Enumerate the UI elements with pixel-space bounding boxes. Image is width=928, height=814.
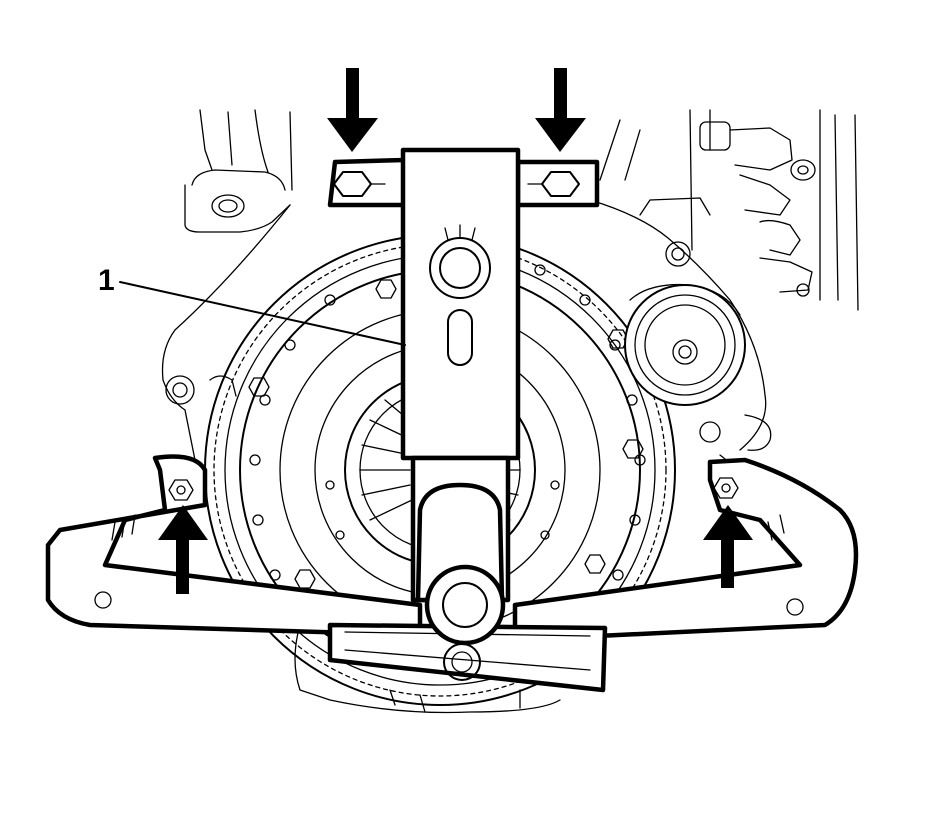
pulley [624, 283, 746, 406]
callout-1: 1 [98, 264, 406, 346]
bottom-left-arrow [158, 505, 208, 594]
support-bar [45, 454, 859, 643]
top-right-arrow [535, 68, 586, 152]
top-left-arrow [327, 68, 378, 152]
callout-1-label: 1 [98, 264, 115, 297]
bottom-right-arrow [703, 505, 753, 588]
transmission-housing [161, 109, 859, 714]
holding-tool [327, 147, 608, 693]
